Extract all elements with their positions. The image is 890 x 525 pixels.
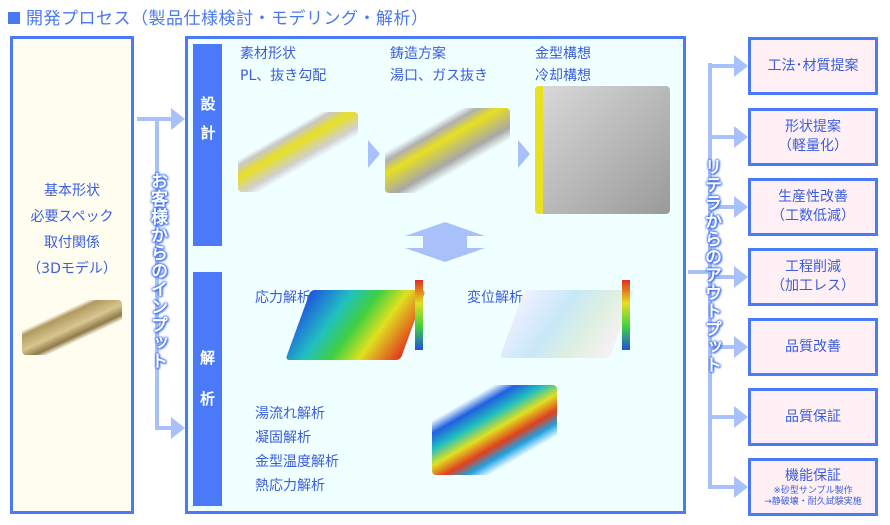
chevron-right-icon — [518, 140, 530, 168]
analysis-item: 凝固解析 — [255, 430, 311, 446]
connector-line — [137, 117, 172, 121]
input-line: （3Dモデル） — [27, 261, 117, 277]
arrow-right-icon — [734, 406, 748, 428]
casting-plan-image — [385, 108, 510, 193]
output-note: ※砂型サンプル製作 — [773, 485, 853, 496]
arrow-right-icon — [171, 417, 185, 439]
output-item: 品質保証 — [748, 388, 878, 446]
output-line: 品質改善 — [785, 338, 841, 355]
flow-analysis-image — [432, 385, 557, 475]
design-step-3: 金型構想冷却構想 — [535, 43, 591, 87]
bidirectional-arrow-icon — [405, 222, 485, 262]
arrow-right-icon — [734, 55, 748, 77]
output-item: 形状提案 （軽量化） — [748, 108, 878, 166]
design-step-2: 鋳造方案湯口、ガス抜き — [390, 43, 488, 87]
arrow-right-icon — [734, 476, 748, 498]
analysis-label-text: 解析 — [198, 350, 216, 432]
step-detail: 冷却構想 — [535, 68, 591, 84]
design-label-text: 設計 — [198, 96, 217, 154]
material-shape-image — [238, 112, 358, 192]
connector-line — [708, 135, 736, 139]
connector-line — [708, 345, 736, 349]
connector-line — [708, 205, 736, 209]
output-line: （軽量化） — [778, 138, 848, 154]
connector-line — [708, 415, 736, 419]
analysis-item: 金型温度解析 — [255, 454, 339, 470]
legend-scale-icon — [415, 280, 423, 350]
mold-concept-image — [535, 86, 670, 214]
connector-line — [708, 275, 736, 279]
connector-line — [155, 117, 159, 429]
arrow-right-icon — [734, 126, 748, 148]
output-item: 工程削減 （加工レス） — [748, 248, 878, 306]
step-title: 素材形状 — [240, 46, 296, 62]
output-line: 品質保証 — [785, 408, 841, 425]
output-note: →静破壊・耐久試験実施 — [764, 496, 862, 507]
legend-scale-icon — [622, 280, 630, 350]
other-analyses-list: 湯流れ解析 凝固解析 金型温度解析 熱応力解析 — [255, 402, 339, 498]
customer-input-label: お客様からのインプット — [147, 172, 167, 370]
customer-part-image — [22, 300, 122, 355]
arrow-right-icon — [734, 336, 748, 358]
analysis-item: 熱応力解析 — [255, 478, 325, 494]
analysis-label: 解析 — [193, 272, 222, 506]
step-title: 金型構想 — [535, 46, 591, 62]
step-title: 鋳造方案 — [390, 46, 446, 62]
output-item: 機能保証※砂型サンプル製作→静破壊・耐久試験実施 — [748, 458, 878, 516]
output-line: 生産性改善 — [778, 189, 848, 205]
output-line: 形状提案 — [785, 119, 841, 135]
connector-line — [708, 64, 736, 68]
output-line: （工数低減） — [771, 208, 855, 224]
customer-input-text: 基本形状 必要スペック 取付関係 （3Dモデル） — [10, 178, 134, 282]
design-label: 設計 — [193, 44, 222, 246]
stress-analysis-label: 応力解析 — [255, 290, 311, 306]
input-line: 取付関係 — [44, 235, 100, 251]
output-line: 工法･材質提案 — [767, 57, 859, 74]
title-text: 開発プロセス（製品仕様検討・モデリング・解析） — [26, 9, 429, 29]
output-item: 生産性改善 （工数低減） — [748, 178, 878, 236]
output-line: （加工レス） — [771, 278, 855, 294]
square-bullet-icon — [8, 12, 20, 24]
chevron-right-icon — [368, 140, 380, 168]
connector-line — [708, 485, 736, 489]
page-title: 開発プロセス（製品仕様検討・モデリング・解析） — [8, 4, 429, 29]
design-step-1: 素材形状 PL、抜き勾配 — [240, 43, 326, 87]
step-detail: 湯口、ガス抜き — [390, 68, 488, 84]
analysis-item: 湯流れ解析 — [255, 406, 325, 422]
input-line: 必要スペック — [30, 209, 114, 225]
arrow-right-icon — [171, 108, 185, 130]
output-label: リテラからのアウトプット — [701, 158, 721, 374]
output-item: 工法･材質提案 — [748, 37, 878, 95]
displacement-analysis-label: 変位解析 — [467, 290, 523, 306]
output-line: 工程削減 — [785, 259, 841, 275]
arrow-right-icon — [734, 196, 748, 218]
connector-line — [155, 426, 172, 430]
input-line: 基本形状 — [44, 183, 100, 199]
output-item: 品質改善 — [748, 318, 878, 376]
customer-input-box — [10, 36, 134, 514]
connector-line — [688, 270, 710, 274]
step-detail: PL、抜き勾配 — [240, 68, 327, 84]
arrow-right-icon — [734, 266, 748, 288]
output-line: 機能保証 — [785, 467, 841, 484]
